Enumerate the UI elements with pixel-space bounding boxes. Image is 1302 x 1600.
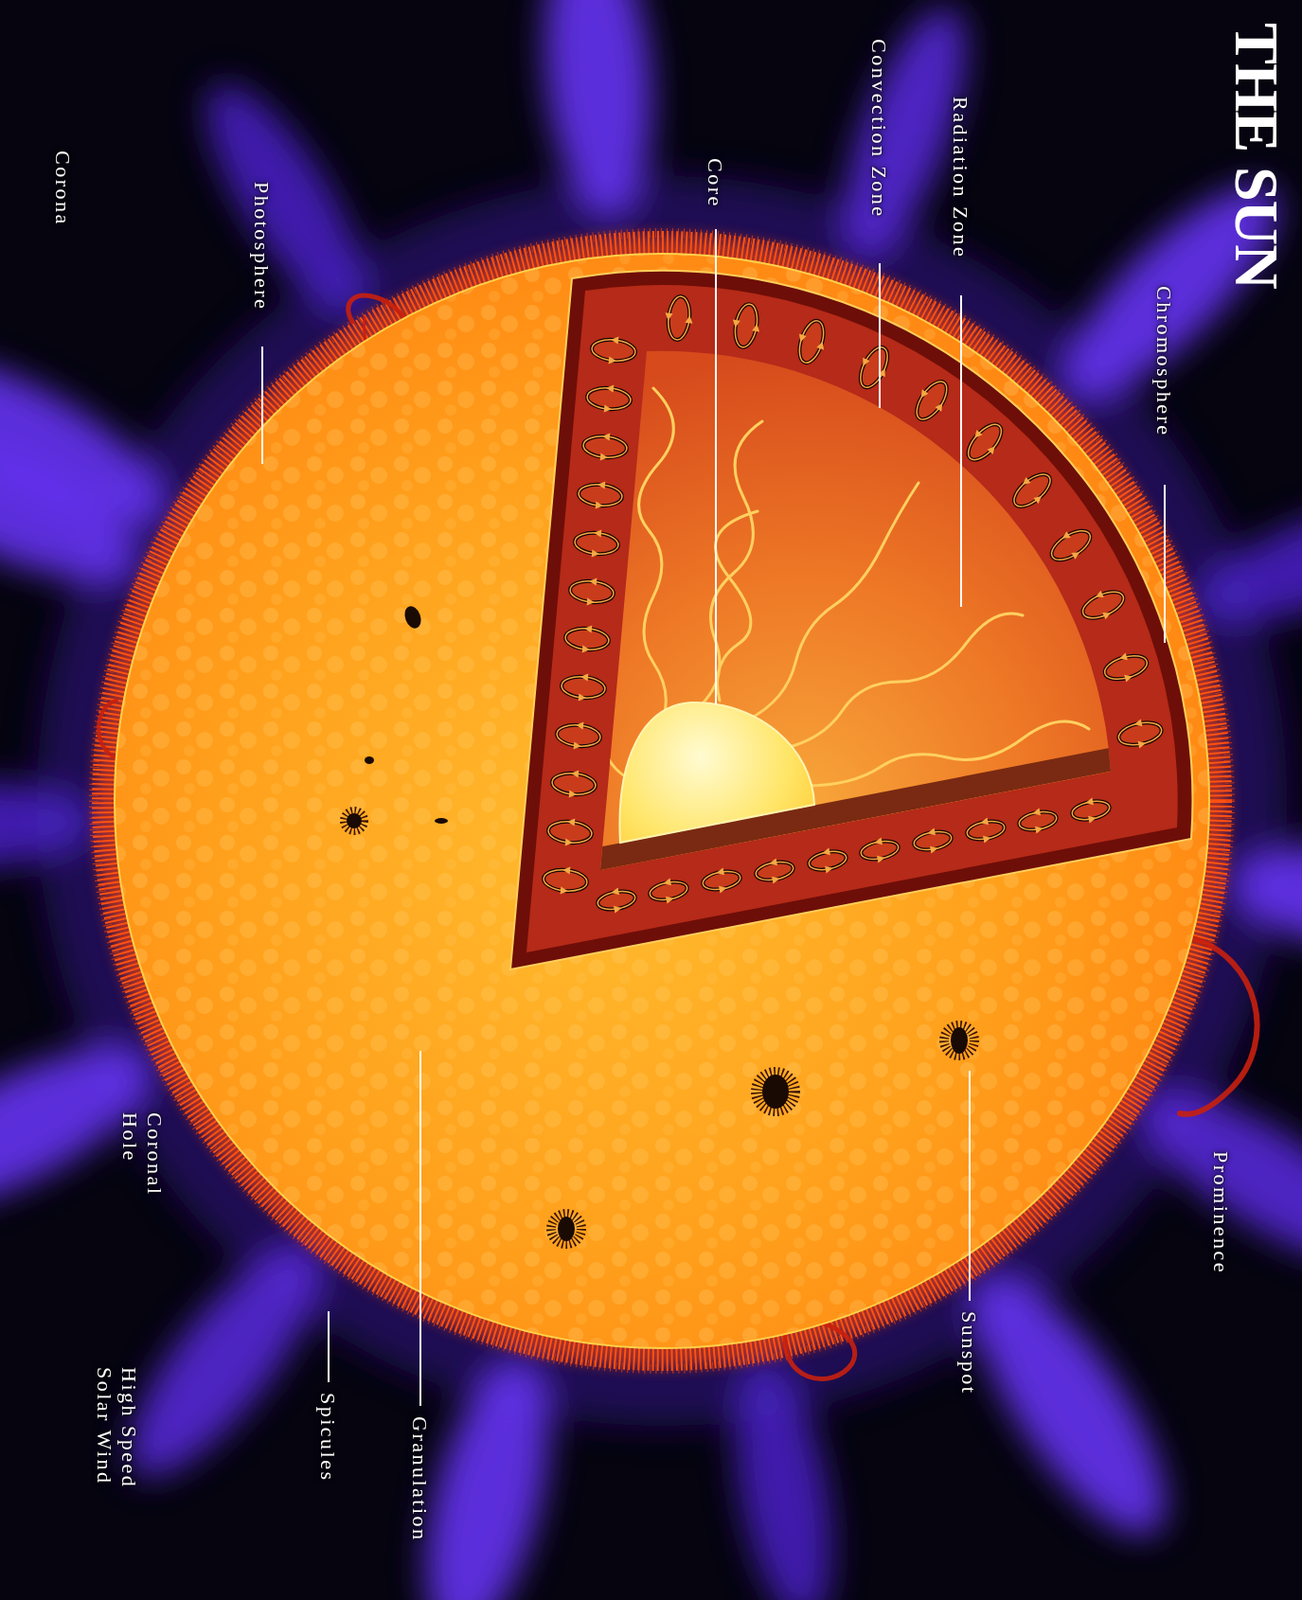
radiation-path	[700, 421, 763, 706]
sunspot	[343, 810, 365, 832]
convection-cells	[678, 318, 1141, 734]
streamer	[1227, 830, 1302, 974]
part-label: Photosphere	[249, 181, 274, 311]
streamer	[402, 1350, 572, 1600]
radiation-path	[639, 388, 675, 720]
core	[619, 702, 815, 843]
part-label: Coronal Hole	[116, 1112, 167, 1227]
radiation-path	[570, 501, 625, 777]
part-label: High Speed Solar Wind	[90, 1367, 142, 1519]
leader-line	[960, 295, 963, 607]
streamer	[0, 407, 153, 609]
streamer	[0, 1016, 171, 1239]
radiation-path	[748, 482, 919, 720]
sunspot	[364, 756, 375, 765]
part-label: Sunspot	[956, 1311, 981, 1395]
leader-line	[878, 263, 881, 409]
leader-lines	[262, 229, 1165, 1407]
radiation-zone	[600, 351, 1111, 871]
sunspot	[950, 1027, 968, 1054]
diagram-title: THE SUN	[1225, 22, 1288, 289]
streamer	[1119, 1062, 1302, 1294]
part-label: Corona	[50, 150, 75, 227]
spicule-fringe	[103, 242, 1221, 1360]
prominence	[1179, 937, 1258, 1115]
prominence	[98, 700, 119, 760]
sunspot	[346, 813, 362, 829]
chromosphere-glow	[95, 234, 1229, 1368]
leader-line	[714, 229, 717, 705]
part-label: Convection Zone	[866, 38, 892, 219]
streamer	[718, 1354, 849, 1600]
part-label: Chromosphere	[1151, 285, 1177, 438]
sunspot	[401, 604, 424, 631]
sunspot	[551, 1213, 582, 1245]
sunspot	[756, 1072, 795, 1111]
radiation-path	[714, 511, 758, 701]
leader-line	[261, 346, 264, 464]
part-label: Core	[702, 158, 728, 209]
granulation	[114, 253, 1210, 1349]
streamer	[178, 63, 393, 334]
convection-cells	[565, 350, 614, 881]
limb	[114, 253, 1210, 1349]
sunspot	[434, 818, 448, 824]
spicule-fringe	[93, 232, 1231, 1370]
part-label: Granulation	[407, 1416, 432, 1543]
part-label: Spicules	[315, 1392, 340, 1483]
leader-line	[419, 1051, 422, 1407]
sunspot	[557, 1216, 575, 1242]
leader-line	[327, 1311, 330, 1383]
streamer	[534, 0, 663, 220]
photosphere	[114, 253, 1210, 1349]
leader-line	[1163, 484, 1166, 643]
streamer	[820, 0, 991, 272]
streamer	[0, 778, 95, 874]
radiation-path	[785, 613, 1023, 749]
sunspot	[762, 1074, 789, 1109]
cutaway-rim	[510, 270, 1193, 970]
streamer	[942, 1251, 1198, 1562]
sunspot	[944, 1025, 975, 1056]
part-label: Radiation Zone	[947, 96, 973, 259]
part-label: Prominence	[1208, 1151, 1233, 1275]
leader-line	[968, 1070, 971, 1302]
